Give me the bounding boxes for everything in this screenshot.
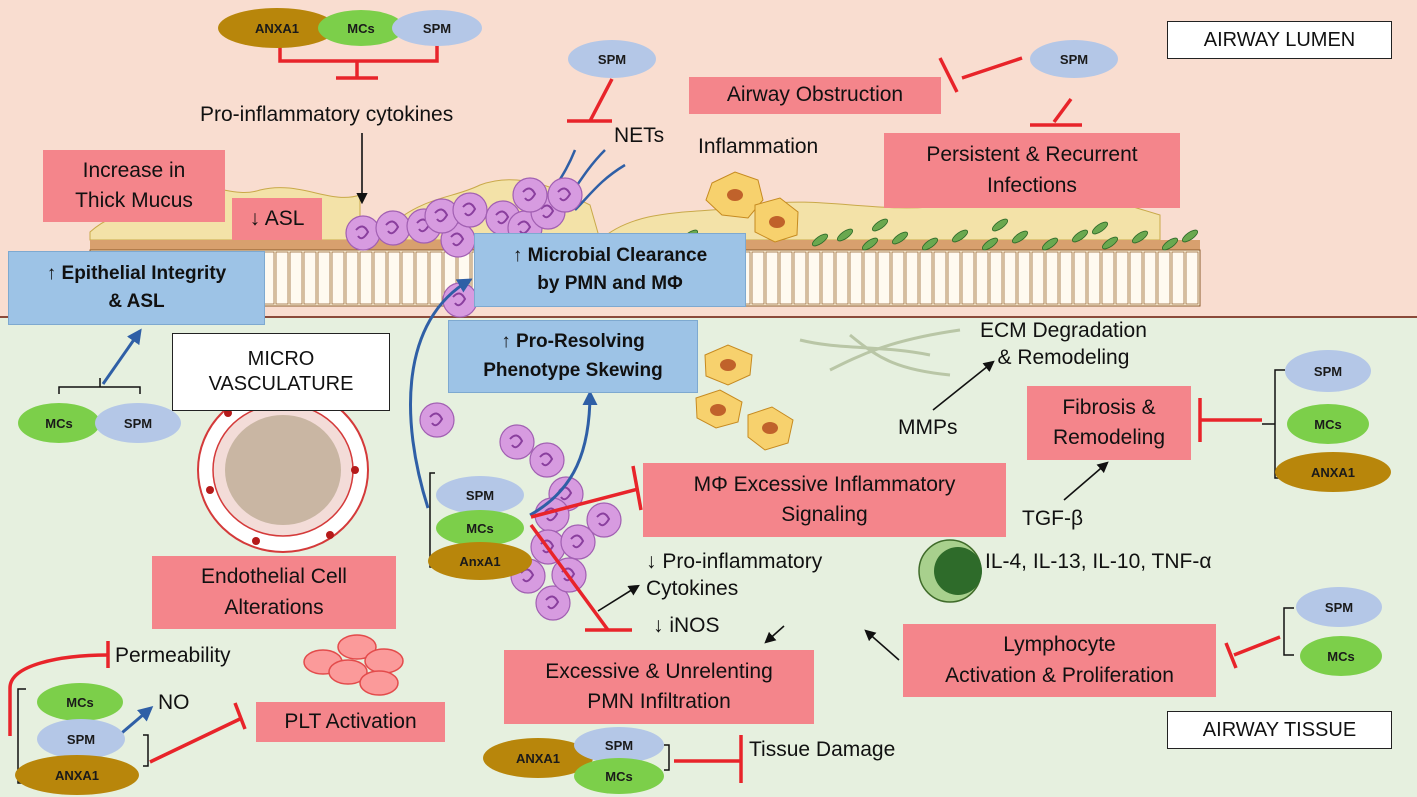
permeability-label: Permeability xyxy=(115,644,231,667)
spm-pill: SPM xyxy=(1030,40,1118,78)
microbial-clearance-box: ↑ Microbial Clearance by PMN and MΦ xyxy=(474,233,746,307)
mcs-pill: MCs xyxy=(574,758,664,794)
airway-obstruction-box: Airway Obstruction xyxy=(689,77,941,114)
micro-vasculature-label: MICRO VASCULATURE xyxy=(172,333,390,411)
group-brackets xyxy=(17,369,1294,784)
spm-pill: SPM xyxy=(568,40,656,78)
black-arrows xyxy=(356,133,1109,661)
anxa1-pill: ANXA1 xyxy=(218,8,336,48)
lumen-macrophages xyxy=(705,171,799,243)
spm-pill: SPM xyxy=(95,403,181,443)
mmps-label: MMPs xyxy=(898,416,958,439)
anxa1-pill: ANXA1 xyxy=(15,755,139,795)
lymphocyte-box: Lymphocyte Activation & Proliferation xyxy=(903,624,1216,697)
ecm-label: ECM Degradation & Remodeling xyxy=(980,319,1147,370)
mcs-pill: MCs xyxy=(37,683,123,721)
inos-label: ↓ iNOS xyxy=(653,614,720,637)
infections-box: Persistent & Recurrent Infections xyxy=(884,133,1180,208)
interleukin-label: IL-4, IL-13, IL-10, TNF-α xyxy=(985,550,1212,573)
tissue-macrophages xyxy=(695,344,794,451)
nets-label: NETs xyxy=(614,124,665,147)
no-label: NO xyxy=(158,691,190,714)
spm-pill: SPM xyxy=(37,719,125,759)
phenotype-skewing-box: ↑ Pro-Resolving Phenotype Skewing xyxy=(448,320,698,393)
anxa1-pill: AnxA1 xyxy=(428,542,532,580)
inhibition-lines xyxy=(8,45,1281,783)
spm-pill: SPM xyxy=(574,727,664,763)
inflammation-label: Inflammation xyxy=(698,135,819,158)
proinflammatory-cytokines-label: ↓ Pro-inflammatory Cytokines xyxy=(646,550,823,601)
tgf-label: TGF-β xyxy=(1022,507,1084,530)
mcs-pill: MCs xyxy=(1287,404,1369,444)
spm-pill: SPM xyxy=(1296,587,1382,627)
red-blood-cells xyxy=(303,634,404,696)
airway-lumen-label: AIRWAY LUMEN xyxy=(1167,21,1392,59)
epithelial-integrity-box: ↑ Epithelial Integrity & ASL xyxy=(8,251,265,325)
asl-box: ↓ ASL xyxy=(232,198,322,240)
mcs-pill: MCs xyxy=(318,10,404,46)
cytokines-top-label: Pro-inflammatory cytokines xyxy=(200,103,454,126)
endothelial-box: Endothelial Cell Alterations xyxy=(152,556,396,629)
lymphocyte-cell xyxy=(918,539,982,603)
ecm-fibers xyxy=(799,328,961,377)
tissue-damage-label: Tissue Damage xyxy=(749,738,896,761)
mcs-pill: MCs xyxy=(436,510,524,546)
spm-pill: SPM xyxy=(392,10,482,46)
plt-activation-box: PLT Activation xyxy=(256,702,445,742)
fibrosis-box: Fibrosis & Remodeling xyxy=(1027,386,1191,460)
anxa1-pill: ANXA1 xyxy=(1275,452,1391,492)
micro-vessel xyxy=(197,387,369,553)
pmn-infiltration-box: Excessive & Unrelenting PMN Infiltration xyxy=(504,650,814,724)
spm-pill: SPM xyxy=(1285,350,1371,392)
airway-tissue-label: AIRWAY TISSUE xyxy=(1167,711,1392,749)
mcs-pill: MCs xyxy=(1300,636,1382,676)
thick-mucus-box: Increase in Thick Mucus xyxy=(43,150,225,222)
spm-pill: SPM xyxy=(436,476,524,514)
mcs-pill: MCs xyxy=(18,403,100,443)
macrophage-signaling-box: MΦ Excessive Inflammatory Signaling xyxy=(643,463,1006,537)
